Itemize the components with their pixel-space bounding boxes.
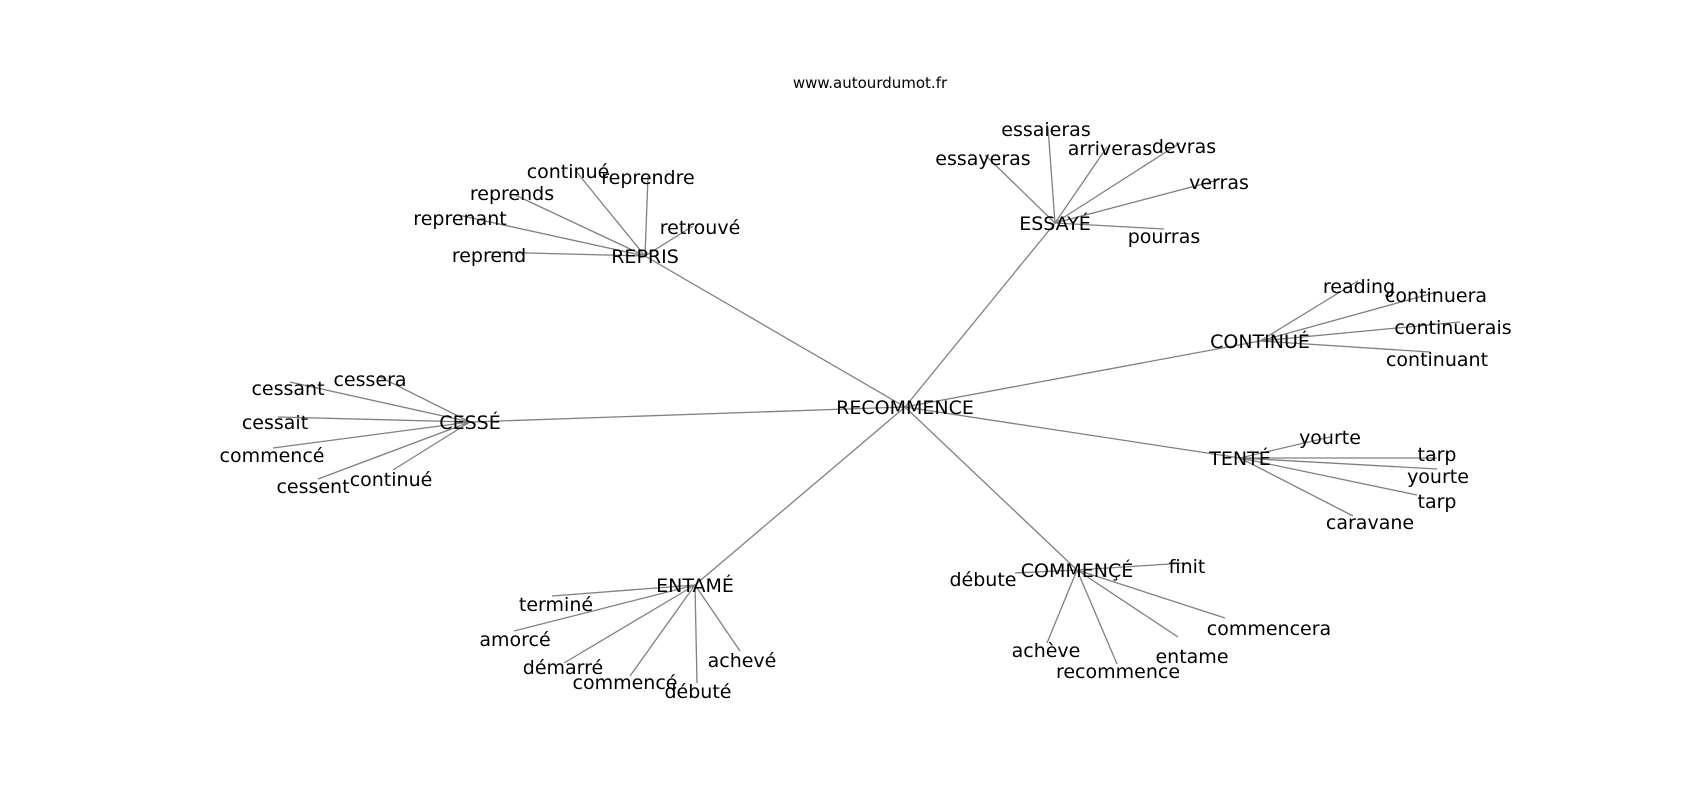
- edge-commence-4: [1046, 569, 1078, 644]
- word-node[interactable]: reprendre: [601, 167, 694, 189]
- word-node[interactable]: commencé: [573, 672, 678, 694]
- edge-root-tente: [904, 406, 1241, 459]
- edge-essaye-5: [1054, 222, 1165, 230]
- graph-edges: [272, 126, 1461, 684]
- word-node[interactable]: démarré: [523, 657, 603, 679]
- edge-cesse-5: [317, 421, 471, 480]
- word-node[interactable]: achevé: [708, 650, 777, 672]
- word-node[interactable]: entame: [1155, 646, 1228, 668]
- edge-tente-0: [1239, 436, 1331, 459]
- word-node[interactable]: continuant: [1386, 349, 1488, 371]
- word-node[interactable]: devras: [1152, 136, 1216, 158]
- edge-cesse-3: [272, 421, 471, 449]
- word-node[interactable]: continuera: [1385, 285, 1487, 307]
- word-node[interactable]: yourte: [1299, 427, 1361, 449]
- edge-continue-3: [1259, 340, 1431, 353]
- edge-continue-0: [1259, 280, 1359, 342]
- word-node[interactable]: terminé: [519, 594, 593, 616]
- edge-tente-4: [1239, 457, 1354, 517]
- site-watermark: www.autourdumot.fr: [793, 74, 948, 92]
- edge-commence-5: [1076, 569, 1118, 665]
- word-node[interactable]: continué: [527, 161, 610, 183]
- edge-root-cesse: [469, 406, 906, 423]
- word-node[interactable]: cessait: [242, 412, 308, 434]
- edge-entame-3: [629, 584, 696, 677]
- edge-root-continue: [904, 340, 1261, 408]
- edge-repris-4: [644, 225, 694, 257]
- edge-commence-1: [1076, 562, 1186, 571]
- edge-root-essaye: [904, 222, 1056, 408]
- root-node[interactable]: RECOMMENCE: [836, 397, 974, 419]
- edge-essaye-1: [984, 154, 1056, 224]
- edge-repris-1: [644, 175, 649, 257]
- edge-repris-2: [512, 193, 646, 257]
- edge-cesse-4: [392, 421, 471, 471]
- word-node[interactable]: tarp: [1418, 491, 1457, 513]
- word-node[interactable]: caravane: [1326, 512, 1414, 534]
- edge-root-repris: [644, 255, 906, 408]
- word-node[interactable]: finit: [1169, 556, 1206, 578]
- edge-root-entame: [694, 406, 906, 586]
- word-node[interactable]: recommence: [1056, 661, 1180, 683]
- graph-labels: www.autourdumot.fr continuéreprendrerepr…: [220, 74, 1512, 703]
- word-node[interactable]: reading: [1323, 276, 1395, 298]
- edge-essaye-0: [1047, 126, 1056, 224]
- word-node[interactable]: tarp: [1418, 444, 1457, 466]
- word-node[interactable]: débute: [950, 569, 1017, 591]
- hub-node-continue[interactable]: CONTINUÉ: [1210, 330, 1310, 353]
- word-node[interactable]: verras: [1189, 172, 1249, 194]
- word-node[interactable]: cessent: [276, 476, 349, 498]
- edge-repris-5: [487, 251, 646, 257]
- hub-node-cesse[interactable]: CESSÉ: [439, 411, 500, 434]
- word-node[interactable]: essaieras: [1001, 119, 1090, 141]
- edge-tente-3: [1239, 457, 1418, 496]
- edge-root-commence: [904, 406, 1078, 571]
- word-node[interactable]: débuté: [665, 681, 732, 703]
- edge-entame-4: [694, 584, 698, 684]
- edge-commence-2: [1076, 569, 1226, 619]
- word-node[interactable]: continué: [350, 469, 433, 491]
- word-node[interactable]: commencé: [220, 445, 325, 467]
- edge-cesse-0: [379, 376, 471, 423]
- edge-essaye-4: [1054, 179, 1219, 224]
- word-node[interactable]: reprends: [470, 183, 554, 205]
- word-node[interactable]: arriveras: [1068, 138, 1153, 160]
- edge-essaye-3: [1054, 142, 1181, 224]
- word-node[interactable]: amorcé: [479, 629, 550, 651]
- word-node[interactable]: cessant: [251, 378, 324, 400]
- edge-continue-1: [1259, 291, 1438, 342]
- hub-node-essaye[interactable]: ESSAYÉ: [1019, 212, 1091, 235]
- edge-entame-0: [551, 584, 696, 597]
- edge-entame-5: [694, 584, 741, 652]
- edge-cesse-1: [289, 381, 471, 423]
- hub-node-commence[interactable]: COMMENÇÉ: [1021, 559, 1134, 582]
- word-node[interactable]: continuerais: [1394, 317, 1511, 339]
- word-node[interactable]: retrouvé: [660, 217, 741, 239]
- edge-repris-3: [457, 214, 646, 257]
- word-node[interactable]: reprenant: [413, 208, 506, 230]
- hub-node-repris[interactable]: REPRIS: [611, 246, 679, 268]
- word-node[interactable]: essayeras: [935, 148, 1030, 170]
- word-node[interactable]: reprend: [452, 245, 526, 267]
- edge-commence-0: [1014, 569, 1078, 574]
- word-node[interactable]: yourte: [1407, 466, 1469, 488]
- edge-commence-3: [1076, 569, 1179, 638]
- word-node[interactable]: achève: [1012, 640, 1081, 662]
- word-node[interactable]: commencera: [1207, 618, 1331, 640]
- hub-node-entame[interactable]: ENTAMÉ: [656, 574, 734, 597]
- edge-repris-0: [574, 169, 646, 257]
- edge-continue-2: [1259, 321, 1461, 342]
- word-node[interactable]: cessera: [333, 369, 406, 391]
- edge-entame-2: [563, 584, 696, 664]
- edge-cesse-2: [277, 416, 471, 423]
- word-node[interactable]: pourras: [1128, 226, 1201, 248]
- edge-essaye-2: [1054, 146, 1108, 224]
- edge-tente-2: [1239, 457, 1438, 470]
- hub-node-tente[interactable]: TENTÉ: [1208, 447, 1270, 470]
- edge-entame-1: [513, 584, 696, 632]
